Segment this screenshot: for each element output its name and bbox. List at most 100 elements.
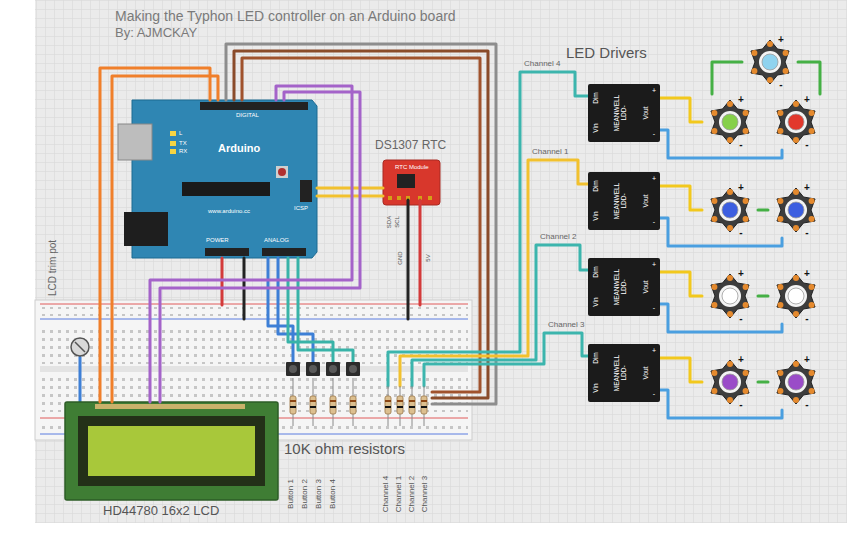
signal-name: Channel 4 xyxy=(382,476,391,512)
signal-name: Channel 1 xyxy=(395,476,404,512)
power-jack xyxy=(124,212,168,246)
polarity-mark: - xyxy=(805,139,808,150)
resistor-symbol xyxy=(421,396,427,414)
breadboard-rail xyxy=(40,307,468,316)
solder-pad xyxy=(793,225,799,231)
resistor-band xyxy=(409,406,415,408)
polarity-mark: - xyxy=(653,390,655,398)
wire-connector xyxy=(100,68,210,402)
wire xyxy=(288,258,333,362)
led-star: +- xyxy=(768,94,824,150)
part-name: 10K ohm resistors xyxy=(284,441,405,458)
resistor-band xyxy=(409,400,415,402)
resistor-band xyxy=(421,406,427,408)
led-dome xyxy=(722,288,738,304)
resistor-band xyxy=(421,400,427,402)
solder-pad xyxy=(793,397,799,403)
wire-connector xyxy=(758,209,768,212)
pin-label: Dim xyxy=(592,92,599,104)
push-button xyxy=(326,362,340,376)
group-label: LED Drivers xyxy=(566,45,647,62)
solder-pad xyxy=(809,284,815,290)
solder-pad xyxy=(711,370,717,376)
star-board xyxy=(711,274,749,318)
star-board xyxy=(751,40,789,84)
push-button-cap xyxy=(289,365,297,373)
wire-connector xyxy=(712,62,742,94)
solder-pad xyxy=(777,198,783,204)
star-board xyxy=(777,274,815,318)
led-ring xyxy=(785,111,807,133)
solder-pad xyxy=(809,128,815,134)
diagram-title: Making the Typhon LED controller on an A… xyxy=(115,9,456,24)
solder-pad xyxy=(793,137,799,143)
polarity-mark: + xyxy=(804,182,810,193)
resistor-band xyxy=(290,400,296,402)
solder-pad xyxy=(711,302,717,308)
canvas-ground xyxy=(35,0,847,523)
solder-pad xyxy=(793,189,799,195)
resistor-band xyxy=(330,406,336,408)
status-led xyxy=(170,149,176,154)
led-ring xyxy=(785,371,807,393)
signal-name: Button 3 xyxy=(315,479,324,509)
led-dome xyxy=(722,202,738,218)
wire xyxy=(221,258,224,305)
resistor-band xyxy=(290,406,296,408)
solder-pad xyxy=(777,302,783,308)
part-name: HD44780 16x2 LCD xyxy=(103,504,219,518)
wire xyxy=(234,51,488,398)
resistor-symbol xyxy=(409,396,415,414)
silkscreen-label: ICSP xyxy=(294,205,308,212)
rtc-pcb xyxy=(383,160,440,205)
led-star: +- xyxy=(702,354,758,410)
signal-name: Channel 1 xyxy=(532,148,568,157)
solder-pad xyxy=(727,137,733,143)
wire xyxy=(243,258,246,319)
solder-pad xyxy=(793,275,799,281)
wire-connector xyxy=(160,92,360,402)
led-dome xyxy=(788,374,804,390)
push-button xyxy=(306,362,320,376)
led-star: +- xyxy=(702,268,758,324)
led-star: +- xyxy=(768,182,824,238)
breadboard-trench xyxy=(40,366,468,372)
solder-pad xyxy=(751,68,757,74)
star-board xyxy=(711,360,749,404)
led-star: +- xyxy=(702,94,758,150)
led-star: +- xyxy=(702,182,758,238)
author-note: By: AJMCKAY xyxy=(115,26,197,40)
icsp-header xyxy=(300,180,312,202)
polarity-mark: - xyxy=(779,79,782,90)
led-star: +- xyxy=(768,268,824,324)
pin-label: Vout xyxy=(642,194,649,207)
solder-pad xyxy=(783,68,789,74)
solder-pad xyxy=(809,370,815,376)
wire-connector xyxy=(660,98,702,122)
wire-connector xyxy=(660,358,702,382)
solder-pad xyxy=(777,110,783,116)
wire-connector xyxy=(112,76,218,402)
polarity-mark: + xyxy=(652,261,656,269)
led-star-board xyxy=(702,268,758,324)
led-star-board xyxy=(768,268,824,324)
polarity-mark: - xyxy=(739,399,742,410)
polarity-mark: + xyxy=(804,268,810,279)
power-header xyxy=(205,248,249,256)
polarity-mark: + xyxy=(738,268,744,279)
polarity-mark: + xyxy=(804,354,810,365)
solder-pad xyxy=(743,128,749,134)
wire-connector xyxy=(317,195,383,198)
part-name: MEANWELL LDD- xyxy=(613,91,627,135)
polarity-mark: + xyxy=(778,34,784,45)
resistor-symbol xyxy=(350,396,356,414)
star-board xyxy=(777,360,815,404)
solder-pad xyxy=(711,216,717,222)
wire-connector xyxy=(758,381,768,384)
wire xyxy=(226,44,496,404)
wire-connector xyxy=(798,62,820,94)
resistor-band xyxy=(385,400,391,402)
polarity-mark: - xyxy=(805,227,808,238)
solder-pad xyxy=(711,388,717,394)
polarity-mark: - xyxy=(805,313,808,324)
